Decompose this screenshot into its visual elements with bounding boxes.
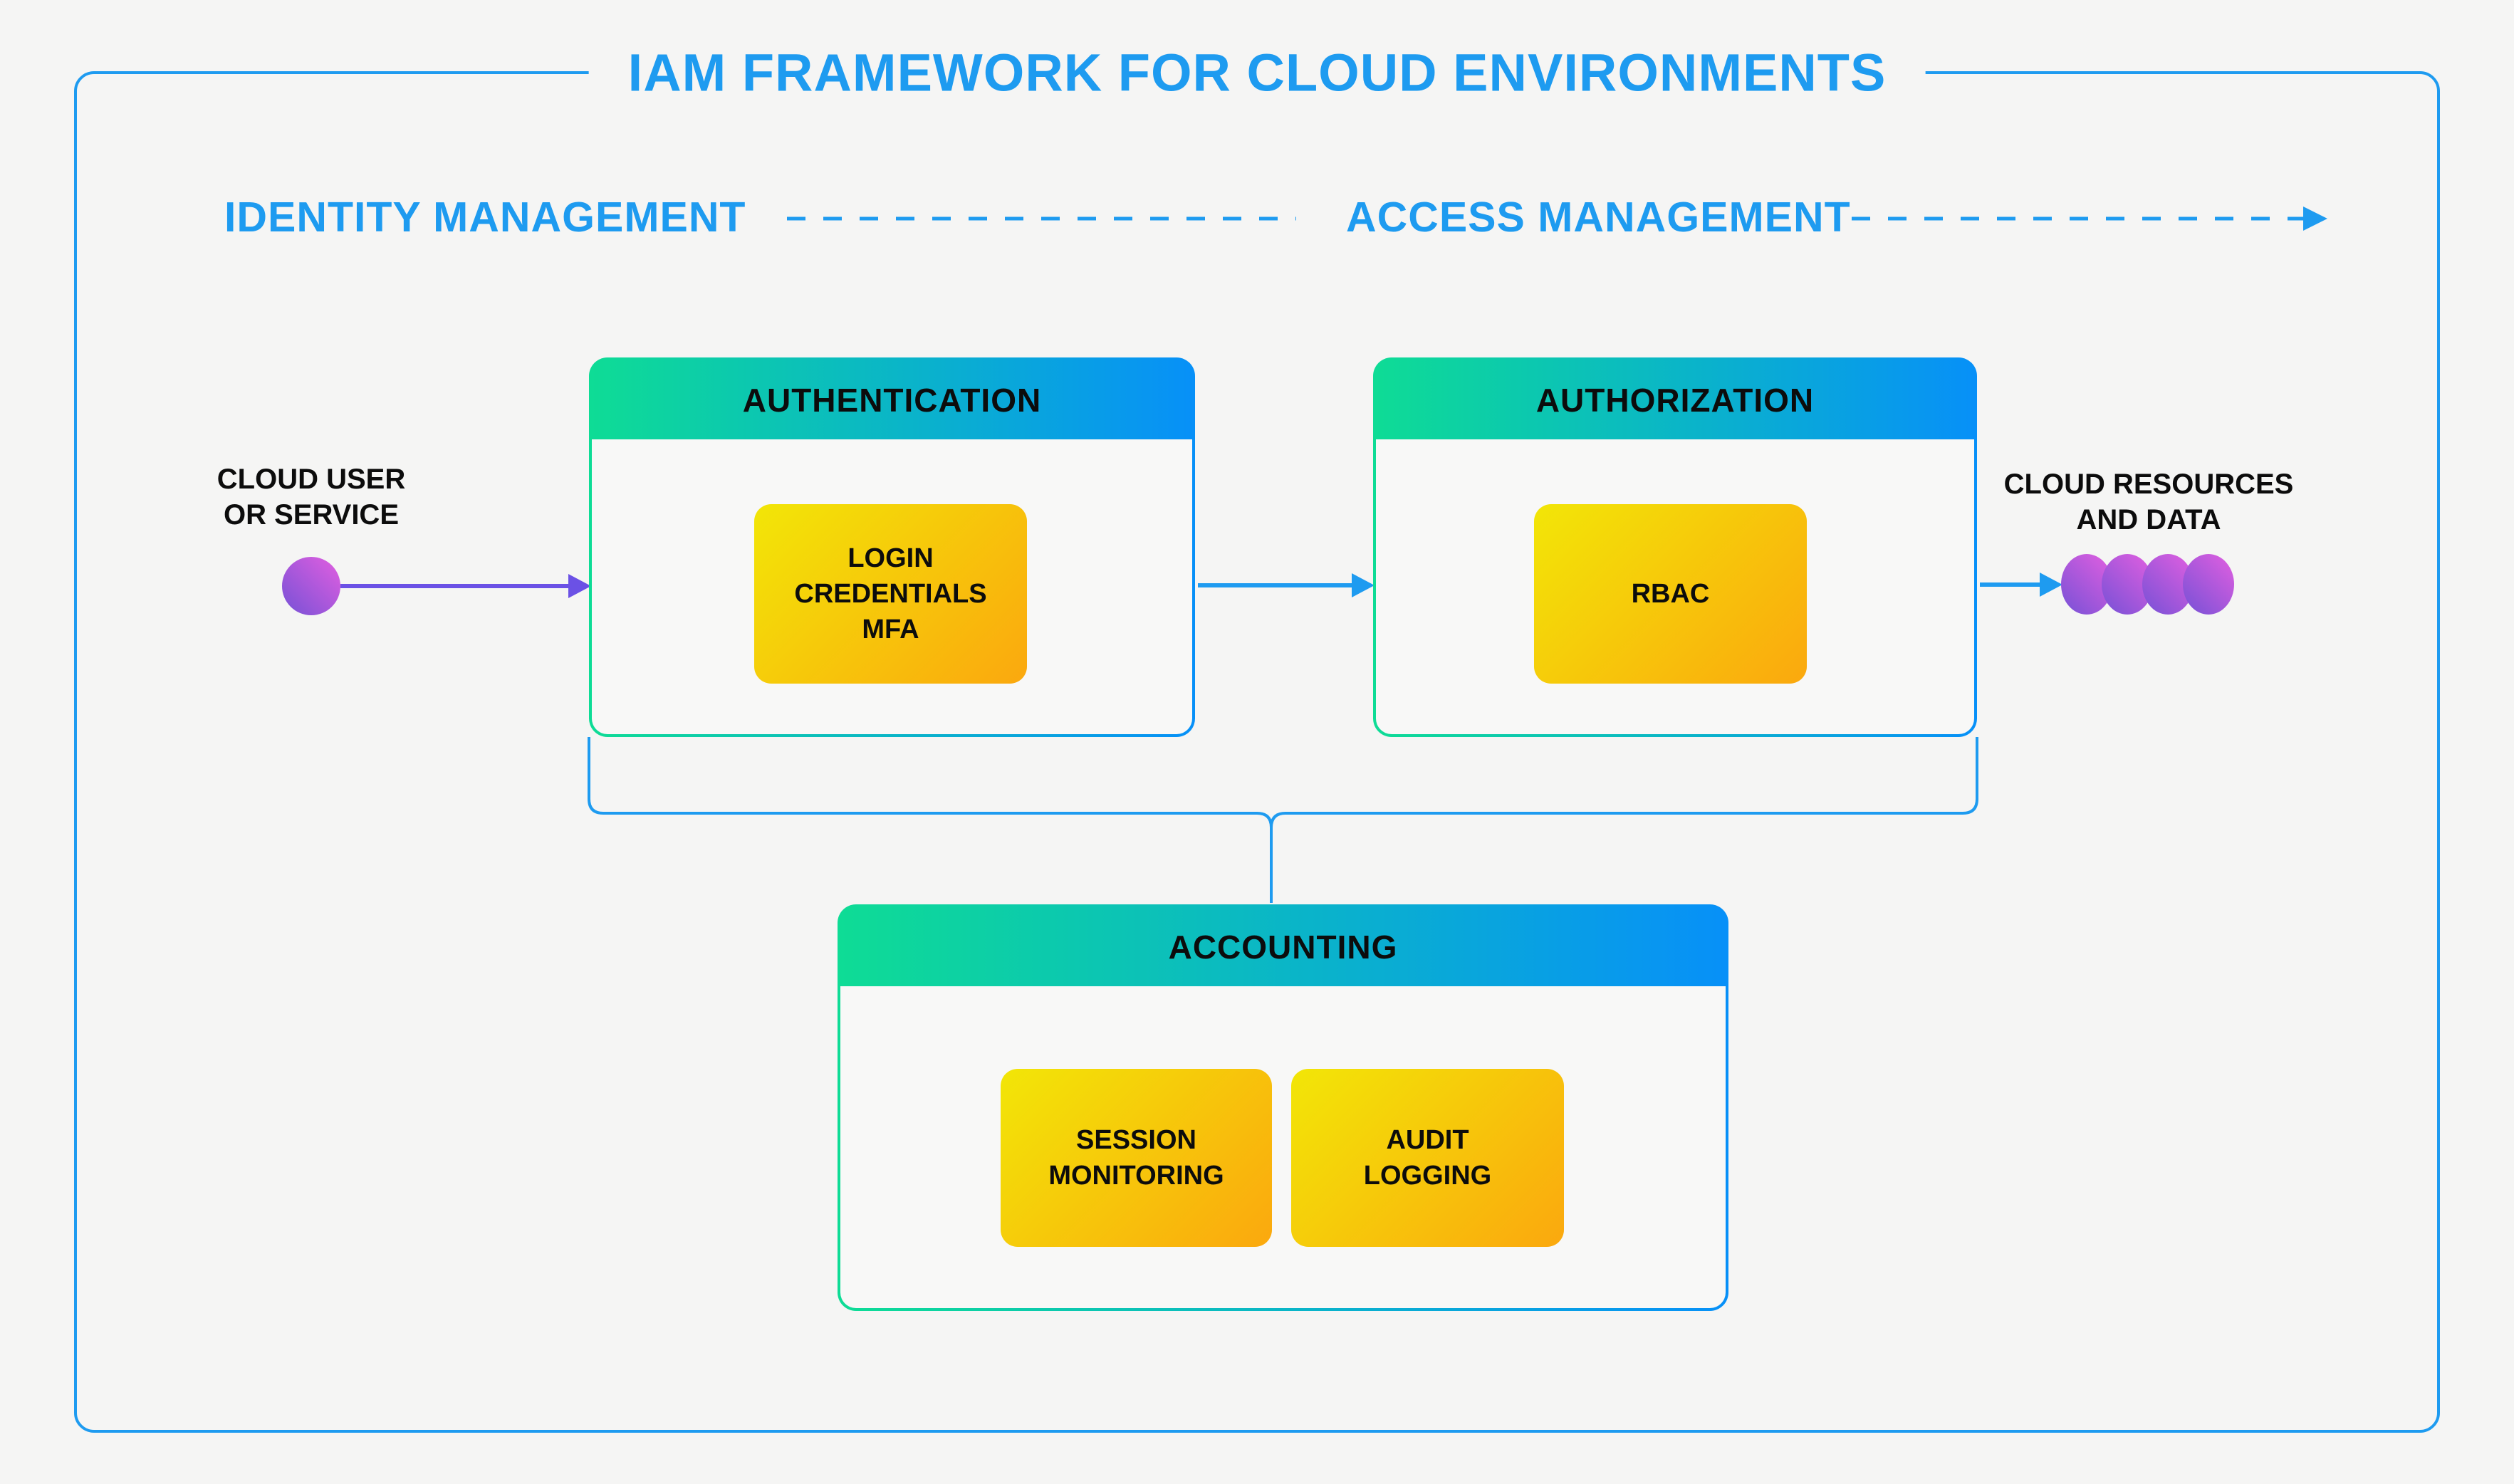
label-cloud-user-line2: OR SERVICE [224, 499, 399, 531]
label-cloud-user-or-service: CLOUD USER OR SERVICE [126, 461, 496, 533]
lane-label-access-management: ACCESS MANAGEMENT [1346, 194, 1851, 241]
node-rbac: RBAC [1534, 504, 1807, 684]
panel-authentication: AUTHENTICATION [589, 357, 1195, 737]
bracket-authentication-to-accounting [588, 737, 1273, 903]
flow-authentication-to-authorization-arrowhead-icon [1352, 573, 1375, 597]
node-audit-logging: AUDIT LOGGING [1291, 1069, 1564, 1247]
node-session-line1: SESSION [1076, 1124, 1196, 1155]
node-session-line2: MONITORING [1048, 1161, 1224, 1191]
panel-authorization-title: AUTHORIZATION [1535, 381, 1815, 419]
cloud-user-circle-icon [282, 557, 340, 615]
label-cloud-resources-line2: AND DATA [2076, 504, 2221, 535]
panel-authentication-title: AUTHENTICATION [742, 381, 1042, 419]
lane-label-identity-management: IDENTITY MANAGEMENT [224, 194, 746, 241]
panel-accounting-title: ACCOUNTING [1168, 928, 1398, 966]
panel-accounting-body [840, 986, 1726, 1308]
node-audit-line1: AUDIT [1386, 1124, 1469, 1155]
bracket-authorization-to-accounting [1270, 737, 1978, 903]
flow-authorization-to-resources-arrowhead-icon [2040, 573, 2062, 597]
node-login-line3: MFA [862, 615, 919, 645]
label-cloud-user-line1: CLOUD USER [217, 464, 406, 495]
node-login-line2: CREDENTIALS [794, 578, 987, 609]
flow-user-to-authentication-arrowhead-icon [568, 574, 591, 598]
node-rbac-label: RBAC [1631, 578, 1710, 609]
node-login-line1: LOGIN [847, 543, 934, 573]
label-cloud-resources-line1: CLOUD RESOURCES [2003, 469, 2294, 500]
node-session-monitoring: SESSION MONITORING [1001, 1069, 1272, 1247]
node-login-credentials-mfa: LOGIN CREDENTIALS MFA [754, 504, 1027, 684]
access-lane-arrowhead-icon [2303, 207, 2327, 231]
node-audit-line2: LOGGING [1363, 1161, 1492, 1191]
panel-accounting: ACCOUNTING [838, 904, 1728, 1311]
diagram-title: IAM FRAMEWORK FOR CLOUD ENVIRONMENTS [588, 42, 1926, 103]
label-cloud-resources-and-data: CLOUD RESOURCES AND DATA [1935, 466, 2362, 538]
cloud-resource-circle-icon [2183, 554, 2234, 615]
